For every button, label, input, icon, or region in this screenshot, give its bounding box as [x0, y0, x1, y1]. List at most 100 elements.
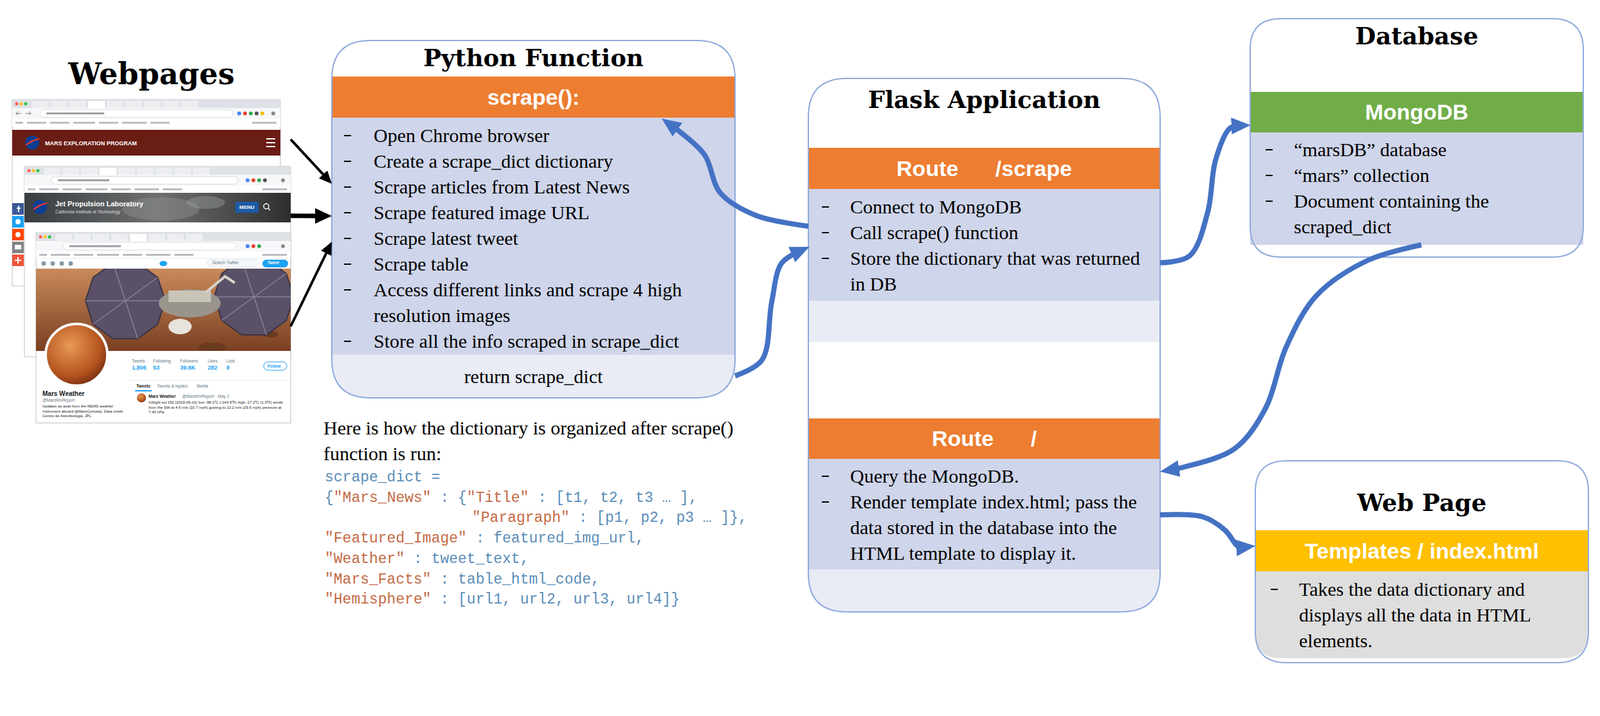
route-steps: Query the MongoDB.Render template index.… — [808, 459, 1161, 570]
bullet-dash — [344, 135, 352, 137]
site-title: Jet Propulsion Laboratory — [55, 199, 144, 209]
code-token: "Hemisphere" — [324, 591, 432, 609]
template-description: Takes the data dictionary and displays a… — [1255, 571, 1589, 659]
db-contents: “marsDB” database“mars” collectionDocume… — [1250, 132, 1584, 246]
bullet-dash — [344, 289, 352, 291]
code-line: "Paragraph" : [p1, p2, p3 … ]}, — [472, 508, 748, 530]
code-line: "Mars_Facts" : table_html_code, — [324, 570, 600, 591]
code-token: "Featured_Image" — [324, 530, 467, 548]
bullet-item: Takes the data dictionary and displays a… — [1299, 576, 1570, 655]
bullet-dash — [821, 257, 829, 260]
stat-value: 53 — [153, 364, 160, 372]
tweet-meta: @MarsWxReport · May 2 — [181, 394, 229, 400]
menu-button: MENU — [239, 204, 255, 211]
stat-name: Followers — [180, 358, 199, 364]
bullet-item: Scrape articles from Latest News — [373, 174, 731, 200]
bullet-item: Create a scrape_dict dictionary — [373, 148, 731, 175]
share-icons — [12, 203, 24, 267]
bullet-dash — [1265, 174, 1273, 177]
flow-arrow — [290, 248, 329, 327]
flow-arrow — [1160, 125, 1240, 263]
bullet-text: Scrape table — [373, 251, 731, 278]
stat-value: 282 — [207, 364, 218, 372]
header-text: MongoDB — [1365, 99, 1469, 126]
webpages-group: Webpages — [12, 56, 291, 427]
bullet-dash — [344, 186, 352, 188]
box-fill — [331, 76, 736, 118]
box-fill — [1250, 132, 1584, 246]
flow-arrow — [290, 139, 327, 179]
template-header: Templates / index.html — [1255, 530, 1589, 572]
flow-arrow — [735, 251, 799, 377]
profile-name: Mars Weather — [42, 389, 85, 399]
bullet-dash — [344, 160, 352, 163]
db-header: MongoDB — [1250, 91, 1584, 133]
bullet-item: Access different links and scrape 4 high… — [373, 277, 731, 329]
profile-bio: Updates as avail from the REMS weather i… — [42, 404, 125, 420]
browser-window — [36, 232, 294, 424]
box-fill — [1250, 91, 1584, 133]
bullet-dash — [821, 232, 829, 234]
code-token: : table_html_code, — [431, 571, 600, 589]
bullet-text: Call scrape() function — [850, 219, 1153, 246]
bullet-text: Scrape featured image URL — [373, 200, 731, 226]
profile-tab: Tweets — [136, 383, 151, 390]
bullet-item: Scrape table — [373, 251, 731, 278]
box-fill — [1255, 571, 1589, 659]
box-heading: Web Page — [1255, 488, 1589, 518]
webpage-screenshots — [12, 99, 294, 424]
profile-tab: Media — [196, 383, 209, 390]
code-token: "Title" — [466, 490, 530, 507]
bullet-item: Scrape featured image URL — [373, 200, 731, 226]
bullet-text: Access different links and scrape 4 high… — [373, 277, 731, 329]
tweet-author: Mars Weather — [148, 394, 177, 400]
function-box: scrape():Open Chrome browserCreate a scr… — [331, 40, 736, 399]
box-heading: Flask Application — [808, 85, 1161, 114]
bullet-item: Store all the info scraped in scrape_dic… — [373, 328, 731, 355]
box-fill — [331, 354, 736, 399]
box-fill — [1255, 461, 1589, 664]
profile-tab: Tweets & replies — [156, 383, 188, 390]
tweet-button: Tweet — [267, 260, 280, 266]
code-line: "Hemisphere" : [url1, url2, url3, url4]} — [324, 590, 680, 611]
bullet-dash — [1265, 200, 1273, 202]
code-token: : { — [431, 490, 467, 507]
bullet-dash — [1270, 589, 1278, 591]
bullet-item: Query the MongoDB. — [850, 463, 1153, 490]
explanation-note: Here is how the dictionary is organized … — [323, 415, 774, 467]
stat-name: Likes — [207, 358, 218, 364]
header-text: Templates / index.html — [1304, 538, 1539, 565]
stat-name: Following — [153, 358, 171, 364]
code-token: "Mars_News" — [333, 490, 432, 507]
bullet-text: Scrape articles from Latest News — [373, 174, 731, 200]
bullet-item: Connect to MongoDB — [850, 194, 1153, 220]
bullet-item: Store the dictionary that was returned i… — [850, 245, 1153, 298]
bullet-item: Document containing the scraped_dict — [1293, 188, 1560, 240]
flow-arrow — [1160, 514, 1244, 548]
bullet-dash — [1265, 149, 1273, 151]
bullet-item: Call scrape() function — [850, 219, 1153, 246]
follow-button: Follow — [267, 363, 282, 370]
bullet-text: Store all the info scraped in scrape_dic… — [373, 328, 731, 355]
box-outline — [1255, 461, 1589, 664]
code-token: : featured_img_url, — [466, 530, 645, 548]
bullet-text: Render template index.html; pass the dat… — [850, 489, 1153, 567]
bullet-dash — [821, 501, 829, 503]
stat-value: 9 — [226, 364, 230, 372]
return-panel: return scrape_dict — [331, 354, 736, 399]
stat-value: 1,806 — [131, 364, 147, 372]
route-header: Route /scrape — [808, 147, 1161, 190]
bullet-text: Create a scrape_dict dictionary — [373, 148, 731, 175]
bullet-text: Store the dictionary that was returned i… — [850, 245, 1153, 298]
bullet-dash — [344, 212, 352, 214]
box-fill — [808, 78, 1161, 613]
webpage-box: Templates / index.htmlTakes the data dic… — [1255, 461, 1589, 664]
box-fill — [331, 117, 736, 357]
header-text: Route / — [931, 425, 1037, 453]
tweet-text: InSight sol 152 (2019-05-01) low -98.1ºC… — [148, 400, 288, 416]
site-title: MARS EXPLORATION PROGRAM — [45, 140, 137, 148]
bullet-dash — [344, 263, 352, 265]
box-outline — [331, 40, 736, 399]
function-header: scrape(): — [331, 76, 736, 118]
bullet-text: Takes the data dictionary and displays a… — [1299, 576, 1570, 655]
